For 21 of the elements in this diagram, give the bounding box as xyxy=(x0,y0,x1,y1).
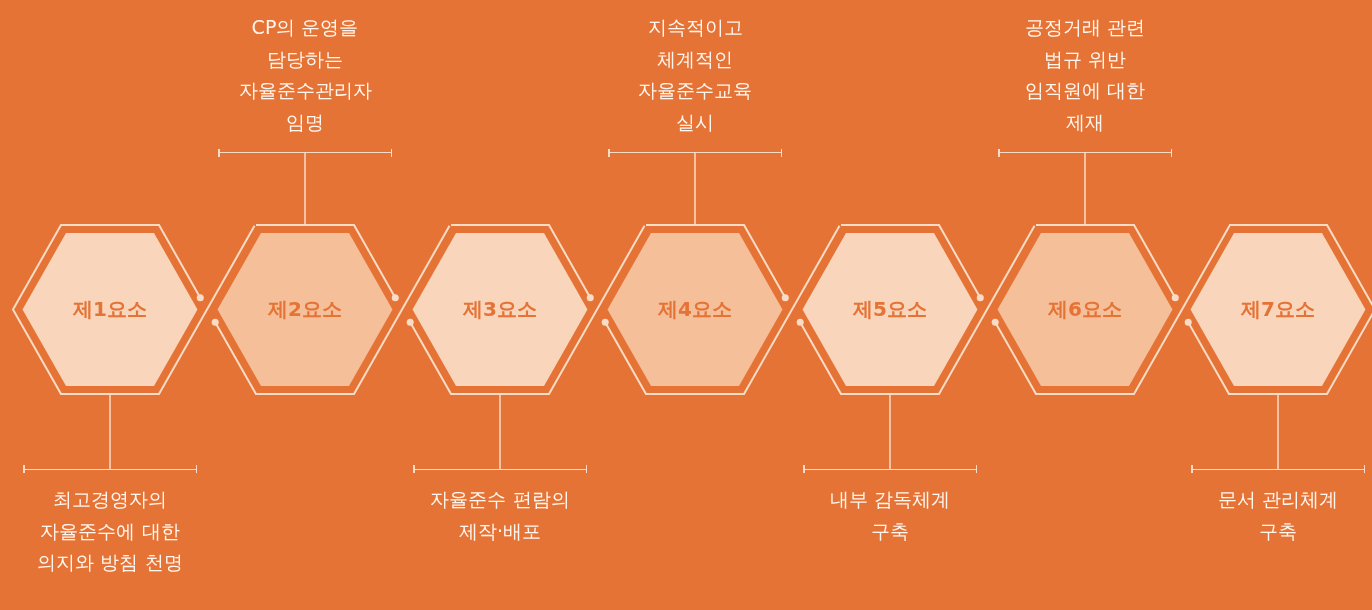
leader-line xyxy=(1084,152,1086,226)
description-text: 지속적이고 체계적인 자율준수교육 실시 xyxy=(637,15,753,135)
description-text: 최고경영자의 자율준수에 대한 의지와 방침 천명 xyxy=(36,487,184,575)
description-text: 자율준수 편람의 제작·배포 xyxy=(429,487,571,544)
step-label: 제4요소 xyxy=(658,296,732,323)
description-text: CP의 운영을 담당하는 자율준수관리자 임명 xyxy=(237,15,373,135)
step-label: 제5요소 xyxy=(853,296,927,323)
leader-line xyxy=(109,393,111,470)
leader-line xyxy=(1277,393,1279,470)
leader-line xyxy=(889,393,891,470)
leader-line xyxy=(694,152,696,226)
description-text: 문서 관리체계 구축 xyxy=(1216,487,1339,544)
step-label: 제1요소 xyxy=(73,296,147,323)
description-text: 내부 감독체계 구축 xyxy=(828,487,951,544)
leader-line xyxy=(499,393,501,470)
leader-line xyxy=(304,152,306,226)
description-text: 공정거래 관련 법규 위반 임직원에 대한 제재 xyxy=(1023,15,1146,135)
step-label: 제2요소 xyxy=(268,296,342,323)
step-label: 제6요소 xyxy=(1048,296,1122,323)
step-label: 제3요소 xyxy=(463,296,537,323)
step-label: 제7요소 xyxy=(1241,296,1315,323)
